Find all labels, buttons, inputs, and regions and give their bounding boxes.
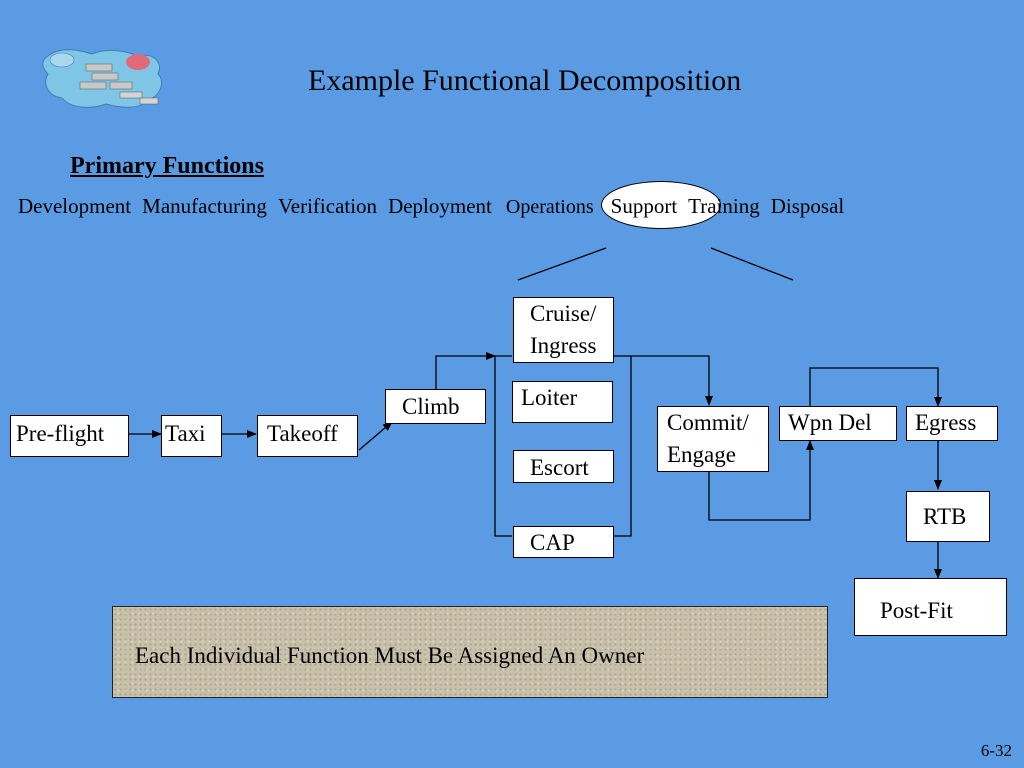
post-fit-label: Post-Fit <box>880 598 953 623</box>
commit-engage-box: Commit/ Engage <box>657 406 769 472</box>
arrow-climb-cruise <box>435 352 496 389</box>
arrow-commit-wpndel <box>708 440 814 521</box>
function-verification: Verification <box>277 194 378 218</box>
takeoff-box: Takeoff <box>257 415 358 457</box>
primary-functions-row: Development Manufacturing Verification Depl… <box>18 194 855 219</box>
owner-note-box: Each Individual Function Must Be Assigne… <box>112 606 828 698</box>
escort-label: Escort <box>530 455 589 480</box>
loiter-box: Loiter <box>512 381 613 423</box>
climb-box: Climb <box>385 389 486 424</box>
arrow-ops-commit <box>631 355 713 406</box>
post-fit-box: Post-Fit <box>854 578 1007 636</box>
preflight-label: Pre-flight <box>16 421 105 446</box>
rtb-box: RTB <box>906 491 990 542</box>
wpn-del-box: Wpn Del <box>779 406 897 441</box>
preflight-box: Pre-flight <box>10 415 129 457</box>
function-manufacturing: Manufacturing <box>142 194 267 218</box>
cruise-label-line2: Ingress <box>530 333 597 358</box>
wpn-del-label: Wpn Del <box>788 410 872 435</box>
function-operations: Operations <box>505 196 594 218</box>
function-development: Development <box>18 194 132 218</box>
cap-label: CAP <box>530 530 575 555</box>
egress-label: Egress <box>915 410 977 435</box>
egress-box: Egress <box>906 406 998 441</box>
function-deployment: Deployment <box>388 194 492 218</box>
commit-label-line2: Engage <box>667 442 736 467</box>
operations-highlight-oval <box>601 181 721 229</box>
loiter-label: Loiter <box>521 385 578 410</box>
decomposition-line-left <box>517 247 607 281</box>
cruise-label-line1: Cruise/ <box>530 301 597 326</box>
taxi-box: Taxi <box>161 415 222 457</box>
arrow-takeoff-climb <box>358 421 393 451</box>
page-number: 6-32 <box>980 741 1012 760</box>
owner-note-text: Each Individual Function Must Be Assigne… <box>135 643 645 668</box>
cap-box: CAP <box>513 526 614 558</box>
taxi-label: Taxi <box>165 421 206 446</box>
escort-box: Escort <box>513 450 614 483</box>
function-support: Support <box>610 194 678 218</box>
bracket-right <box>614 355 632 537</box>
commit-label-line1: Commit/ <box>667 410 749 435</box>
function-disposal: Disposal <box>770 194 845 218</box>
function-training: Training <box>688 194 760 218</box>
decomposition-line-right <box>710 247 794 281</box>
page-title: Example Functional Decomposition <box>308 64 742 97</box>
rtb-label: RTB <box>923 504 967 529</box>
arrow-wpndel-egress <box>809 367 942 407</box>
logo-map-icon <box>42 49 163 108</box>
bracket-left <box>494 355 512 537</box>
climb-label: Climb <box>402 394 460 419</box>
section-heading: Primary Functions <box>70 153 264 179</box>
cruise-ingress-box: Cruise/ Ingress <box>513 297 614 363</box>
takeoff-label: Takeoff <box>267 421 338 446</box>
